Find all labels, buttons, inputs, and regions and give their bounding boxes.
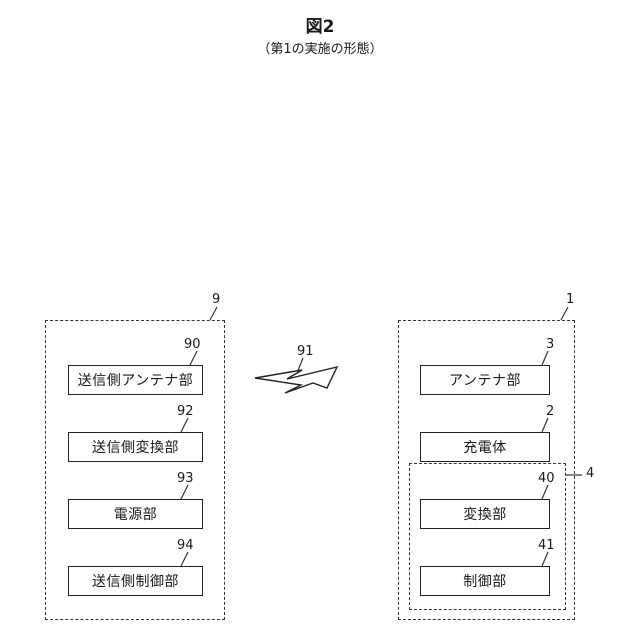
charger-block: 充電体 [420, 432, 550, 462]
converter-block: 変換部 [420, 499, 550, 529]
transmitter-ref: 9 [212, 292, 220, 307]
tx-converter-ref: 92 [177, 404, 194, 419]
leader-line-9 [210, 307, 217, 320]
tx-control-ref: 94 [177, 538, 194, 553]
tx-antenna-ref: 90 [184, 337, 201, 352]
converter-control-group-ref: 4 [586, 466, 594, 481]
control-ref: 41 [538, 538, 555, 553]
power-supply-ref: 93 [177, 471, 194, 486]
receiver-ref: 1 [566, 292, 574, 307]
rx-antenna-ref: 3 [546, 337, 554, 352]
power-supply-block: 電源部 [68, 499, 203, 529]
converter-ref: 40 [538, 471, 555, 486]
wireless-ref: 91 [297, 344, 314, 359]
control-block: 制御部 [420, 566, 550, 596]
tx-control-block: 送信側制御部 [68, 566, 203, 596]
leader-line-1 [561, 307, 568, 320]
wireless-signal-icon [255, 367, 337, 393]
rx-antenna-block: アンテナ部 [420, 365, 550, 395]
tx-antenna-block: 送信側アンテナ部 [68, 365, 203, 395]
charger-ref: 2 [546, 404, 554, 419]
tx-converter-block: 送信側変換部 [68, 432, 203, 462]
